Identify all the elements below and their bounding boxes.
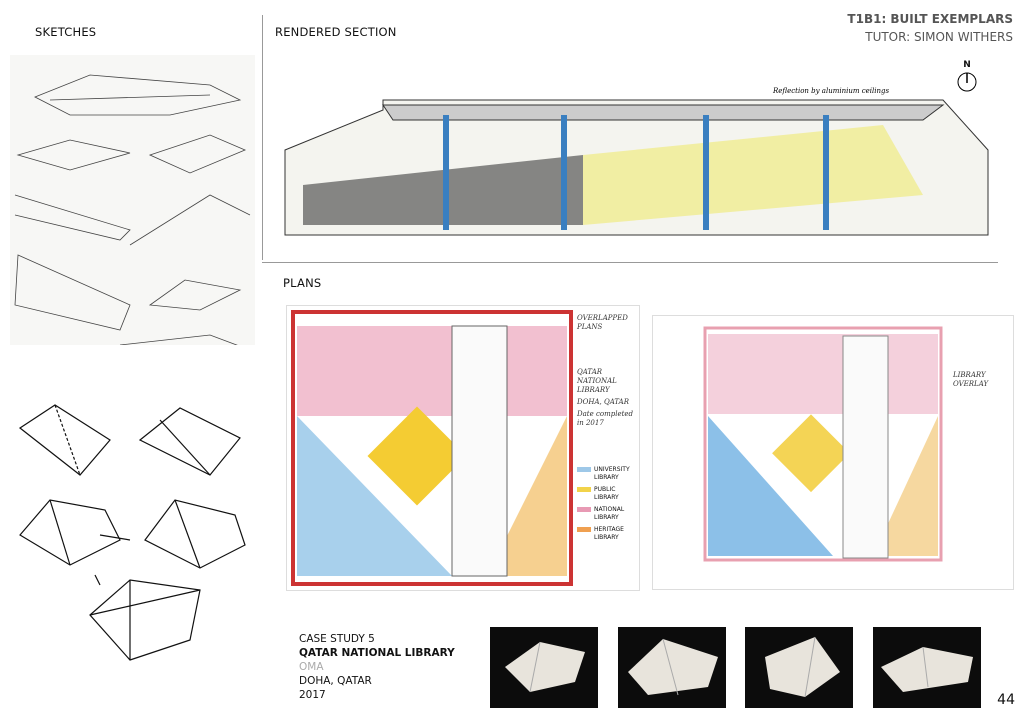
overlapped-plans-image: OVERLAPPED PLANS QATAR NATIONAL LIBRARY … xyxy=(286,305,640,591)
overlay-label: LIBRARY OVERLAY xyxy=(953,371,989,388)
legend-item: UNIVERSITY LIBRARY xyxy=(594,466,630,481)
project-name: QATAR NATIONAL LIBRARY xyxy=(299,647,455,659)
course-title: T1B1: BUILT EXEMPLARS xyxy=(847,12,1013,26)
model-photo xyxy=(873,627,981,708)
case-study-info: CASE STUDY 5 QATAR NATIONAL LIBRARY OMA … xyxy=(299,632,455,702)
folding-diagram-image xyxy=(18,404,246,661)
legend-item: NATIONAL LIBRARY xyxy=(594,506,625,521)
plan-library-label: QATAR NATIONAL LIBRARY xyxy=(577,368,617,394)
horizontal-divider xyxy=(262,262,998,263)
vertical-divider xyxy=(262,15,263,260)
rendered-section-heading: RENDERED SECTION xyxy=(275,25,397,39)
sketches-heading: SKETCHES xyxy=(35,25,97,39)
project-location: DOHA, QATAR xyxy=(299,675,372,687)
plan-notes: QATAR NATIONAL LIBRARY DOHA, QATAR Date … xyxy=(577,368,639,428)
plan-location-label: DOHA, QATAR xyxy=(577,398,629,406)
plan-drawing-1 xyxy=(291,310,573,586)
page-number: 44 xyxy=(997,692,1015,708)
plan-legend: UNIVERSITY LIBRARY PUBLIC LIBRARY NATION… xyxy=(577,466,639,546)
tutor-name: TUTOR: SIMON WITHERS xyxy=(865,30,1013,44)
legend-item: PUBLIC LIBRARY xyxy=(594,486,619,501)
section-annotation: Reflection by aluminium ceilings xyxy=(772,87,889,95)
plan-completed-label: Date completed in 2017 xyxy=(577,410,634,427)
plans-heading: PLANS xyxy=(283,276,322,290)
legend-item: HERITAGE LIBRARY xyxy=(594,526,624,541)
model-photo xyxy=(618,627,726,708)
plan-drawing-2 xyxy=(703,326,943,562)
sketches-image xyxy=(10,55,255,345)
north-label: N xyxy=(963,60,971,70)
project-year: 2017 xyxy=(299,689,326,701)
library-overlay-image: LIBRARY OVERLAY xyxy=(652,315,1014,590)
rendered-section-image: Reflection by aluminium ceilings xyxy=(284,87,989,236)
case-study-number: CASE STUDY 5 xyxy=(299,633,375,645)
overlapped-plans-label: OVERLAPPED PLANS xyxy=(577,314,628,331)
model-photo xyxy=(745,627,853,708)
architect: OMA xyxy=(299,661,324,673)
model-photo xyxy=(490,627,598,708)
north-arrow-icon: N xyxy=(955,60,979,96)
